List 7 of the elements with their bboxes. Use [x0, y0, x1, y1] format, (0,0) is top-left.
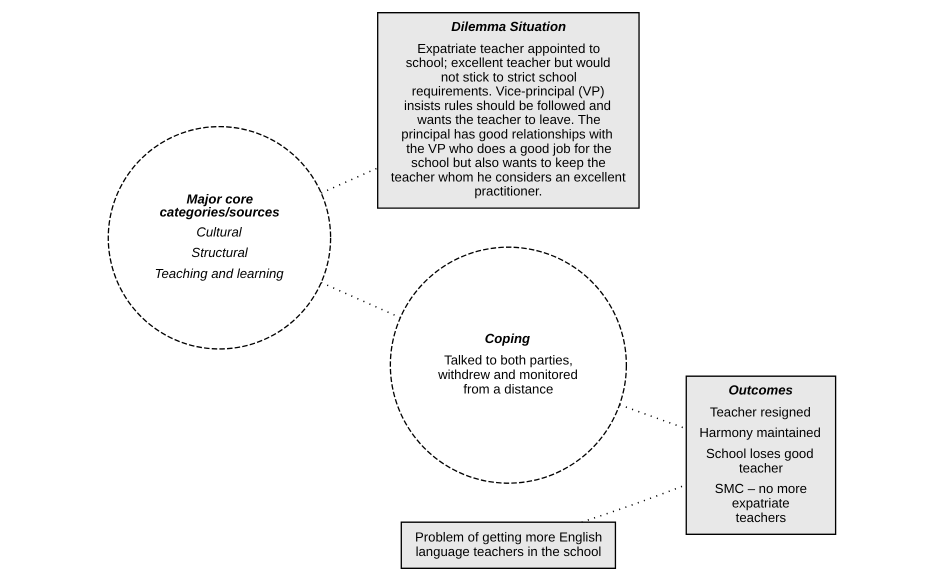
node-box: Outcomes Teacher resigned Harmony maintained School loses good teacher SMC – no more expatriate teachers: [686, 376, 836, 535]
node-circle: Coping Talked to both parties, withdrew and monitored from a distance: [390, 246, 628, 484]
node-circle: Major core categories/sources Cultural Structural Teaching and learning: [108, 126, 332, 350]
node-box: Dilemma Situation Expatriate teacher appointed to school; excellent teacher but would not stick to strict school requirements. Vice-principal (VP) insists rules should be followed and wants the teacher to leave. The principal has good relationships with the VP who does a good job for the school but also wants to keep the teacher whom he considers an excellent practitioner.: [377, 12, 640, 209]
connector: [320, 167, 378, 194]
connector: [320, 282, 400, 318]
node-box: Problem of getting more English language teachers in the school: [400, 522, 616, 569]
